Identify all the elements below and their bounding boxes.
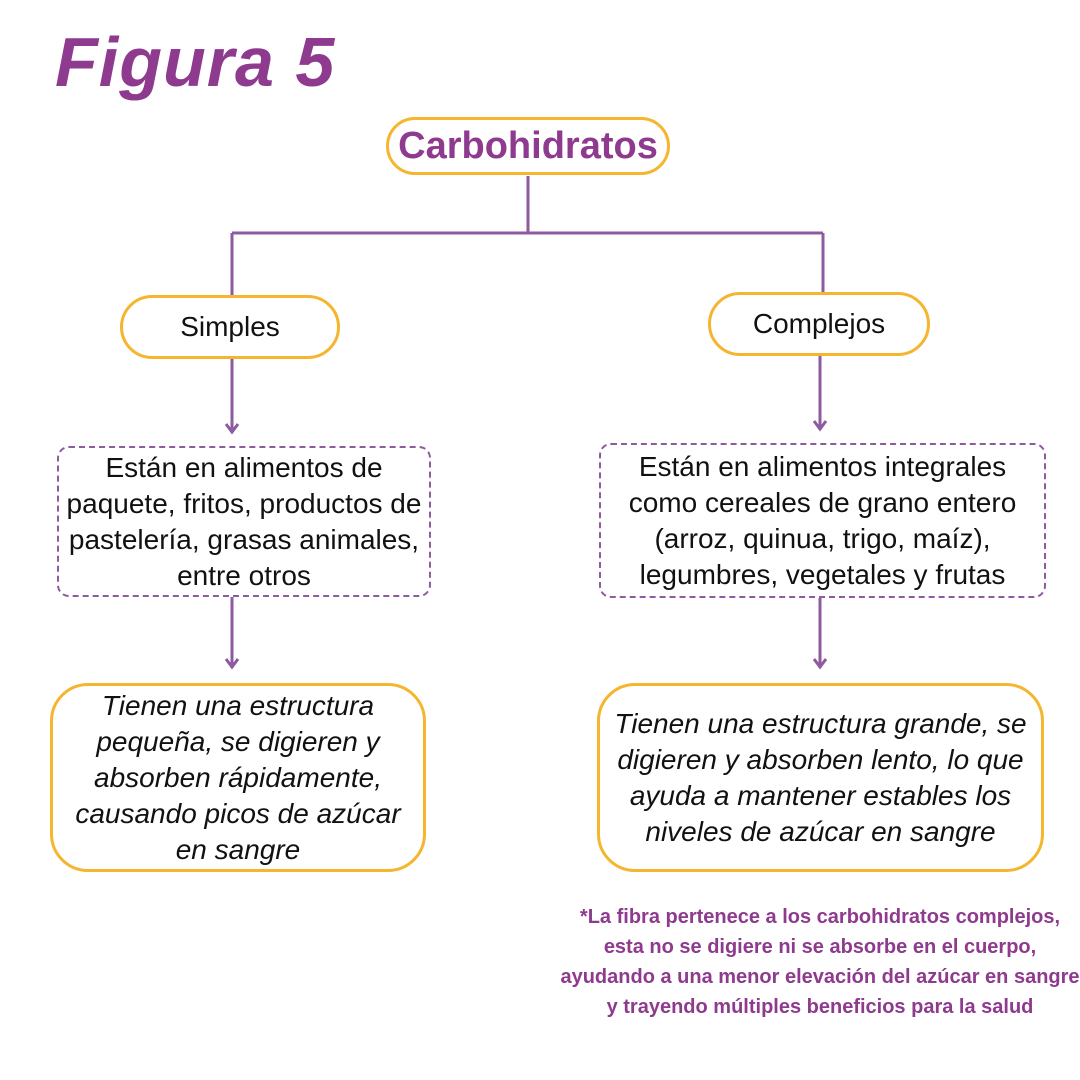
arrowhead-icon xyxy=(224,658,240,670)
arrowhead-icon xyxy=(812,658,828,670)
sources-text: Están en alimentos de paquete, fritos, p… xyxy=(66,451,422,591)
arrowhead-icon xyxy=(224,423,240,435)
root-node: Carbohidratos xyxy=(386,117,670,175)
effect-text: Tienen una estructura pequeña, se digier… xyxy=(75,689,401,865)
category-complex: Complejos xyxy=(708,292,930,356)
category-label: Simples xyxy=(180,311,280,342)
root-label: Carbohidratos xyxy=(398,124,658,167)
category-simple: Simples xyxy=(120,295,340,359)
effect-complex: Tienen una estructura grande, se digiere… xyxy=(597,683,1044,872)
sources-simple: Están en alimentos de paquete, fritos, p… xyxy=(57,446,431,597)
effect-text: Tienen una estructura grande, se digiere… xyxy=(614,707,1027,847)
figure-title: Figura 5 xyxy=(55,23,336,101)
sources-complex: Están en alimentos integrales como cerea… xyxy=(599,443,1046,598)
arrowhead-icon xyxy=(812,420,828,432)
category-label: Complejos xyxy=(752,308,886,339)
fiber-footnote: *La fibra pertenece a los carbohidratos … xyxy=(560,906,1080,1018)
effect-simple: Tienen una estructura pequeña, se digier… xyxy=(50,683,426,872)
sources-text: Están en alimentos integrales como cerea… xyxy=(628,450,1017,590)
